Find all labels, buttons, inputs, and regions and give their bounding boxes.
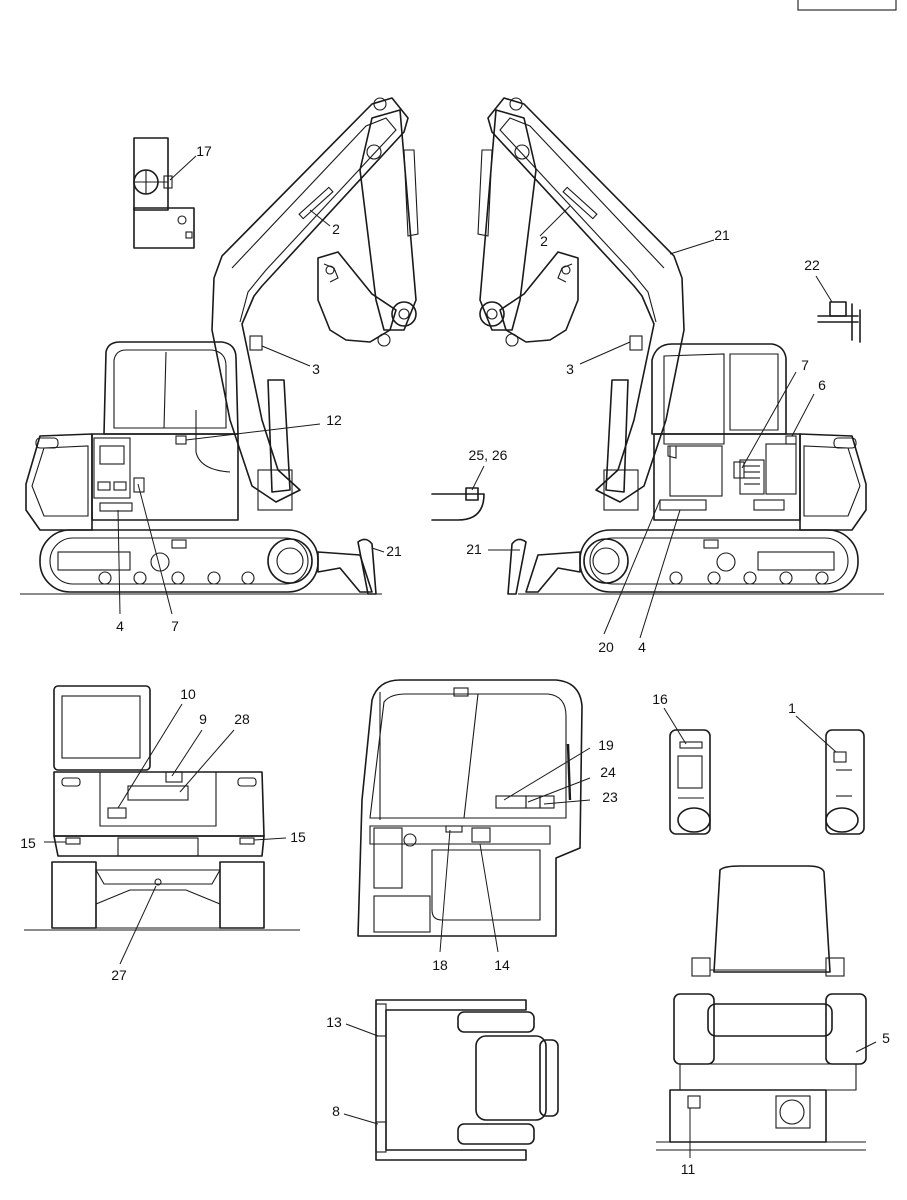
callout-15-left: 15 [20,835,36,851]
inset-25-26-icon [431,487,485,521]
console-16-icon [669,729,711,835]
callout-16: 16 [652,691,668,707]
console-1-icon [825,729,865,835]
callout-2-right: 2 [540,233,548,249]
inset-17-icon [133,137,195,249]
callout-7-left: 7 [171,618,179,634]
callout-14: 14 [494,957,510,973]
callout-23: 23 [602,789,618,805]
floor-plan-icon [375,999,559,1161]
inset-22-icon [817,301,861,343]
callout-4-right: 4 [638,639,646,655]
excavator-right-icon [477,97,867,595]
page-code-box [797,0,897,11]
callout-10: 10 [180,686,196,702]
callout-7-right: 7 [801,357,809,373]
callout-3-left: 3 [312,361,320,377]
callout-20: 20 [598,639,614,655]
callout-13: 13 [326,1014,342,1030]
callout-19: 19 [598,737,614,753]
cab-interior-icon [357,679,583,937]
callout-9: 9 [199,711,207,727]
leader-lines [44,155,877,1158]
rear-view-icon [24,685,300,931]
callout-12: 12 [326,412,342,428]
callout-28: 28 [234,711,250,727]
callout-25-26: 25, 26 [469,447,508,463]
callout-24: 24 [600,764,616,780]
callout-4-left: 4 [116,618,124,634]
callout-11: 11 [681,1161,696,1177]
callout-17: 17 [196,143,212,159]
callout-21-top: 21 [714,227,730,243]
callout-18: 18 [432,957,448,973]
callout-labels: 17 2 2 21 22 3 3 7 6 12 25, 26 21 21 4 7… [20,143,890,1177]
callout-27: 27 [111,967,127,983]
callout-8: 8 [332,1103,340,1119]
callout-3-right: 3 [566,361,574,377]
callout-5: 5 [882,1030,890,1046]
callout-1: 1 [788,700,796,716]
callout-22: 22 [804,257,820,273]
callout-21-left: 21 [386,543,402,559]
callout-6: 6 [818,377,826,393]
callout-2-left: 2 [332,221,340,237]
operator-seat-icon [656,865,867,1151]
callout-21-right: 21 [466,541,482,557]
callout-15-right: 15 [290,829,306,845]
excavator-left-icon [25,97,419,595]
